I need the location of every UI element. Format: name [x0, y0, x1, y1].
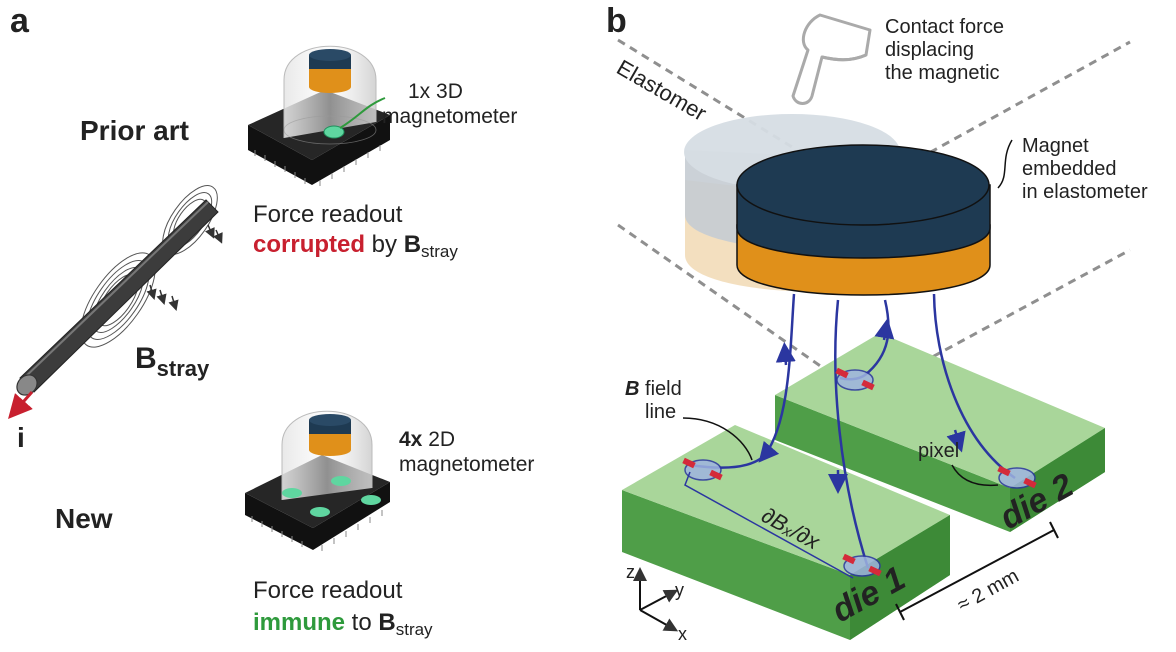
- b-stray-label: Bstray: [135, 342, 210, 381]
- magnet-label-line1: Magnet: [1022, 135, 1089, 157]
- magnet-label-line2: embedded: [1022, 158, 1117, 180]
- current-label: i: [17, 422, 25, 453]
- pixel-die1-b: [842, 553, 882, 577]
- contact-force-line3: the magnetic: [885, 62, 1000, 84]
- readout-bottom-line1: Force readout: [253, 577, 403, 604]
- sensor-pointer: [339, 97, 386, 129]
- sensor-2d-4: [310, 507, 330, 517]
- distance-dimension: [895, 521, 1059, 621]
- new-chip: [245, 410, 390, 551]
- distance-label: ≈ 2 mm: [954, 565, 1023, 617]
- axis-z: z: [626, 562, 635, 582]
- readout-top-line2: corrupted by Bstray: [253, 231, 458, 261]
- axis-y: y: [675, 580, 684, 600]
- magnet-label-line3: in elastometer: [1022, 181, 1148, 203]
- sensor-3d: [323, 125, 345, 139]
- axis-x: x: [678, 624, 687, 644]
- contact-force-line1: Contact force: [885, 16, 1004, 38]
- sensor-2d-1: [282, 488, 302, 498]
- b-field-line2: line: [645, 401, 676, 423]
- prior-sensor-name: magnetometer: [382, 105, 517, 128]
- sensor-2d-2: [331, 476, 351, 486]
- new-sensor-name: magnetometer: [399, 453, 534, 476]
- sensor-2d-3: [361, 495, 381, 505]
- readout-top-line1: Force readout: [253, 201, 403, 228]
- prior-art-heading: Prior art: [80, 115, 189, 146]
- chip-base-side: [248, 115, 390, 185]
- elastomer-label: Elastomer: [613, 55, 711, 126]
- magnet-brace: [997, 139, 1013, 189]
- wire-end-cap: [16, 374, 38, 396]
- panel-a-label: a: [10, 2, 30, 40]
- pixel-die1-a: [682, 457, 723, 481]
- panel-b-label: b: [606, 2, 627, 40]
- new-heading: New: [55, 503, 113, 534]
- wire-illustration: [8, 185, 223, 419]
- b-field-pointer: [682, 417, 753, 461]
- current-arrow: [8, 391, 34, 419]
- pixel-label: pixel: [918, 440, 959, 462]
- finger-icon: [791, 13, 872, 105]
- pixel-pointer: [951, 464, 999, 487]
- pixels: [682, 367, 1037, 577]
- contact-force-line2: displacing: [885, 39, 974, 61]
- pixel-die2-b: [997, 465, 1037, 489]
- prior-art-chip: [248, 45, 390, 186]
- readout-bottom-line2: immune to Bstray: [253, 609, 433, 639]
- prior-sensor-count: 1x 3D: [408, 80, 463, 103]
- new-sensor-count: 4x 2D: [399, 428, 455, 451]
- axes-icon: [633, 567, 679, 632]
- gradient-bracket: [684, 471, 854, 579]
- b-field-label: B field: [625, 378, 682, 400]
- magnet: [736, 144, 991, 296]
- pixel-die2-a: [835, 367, 875, 391]
